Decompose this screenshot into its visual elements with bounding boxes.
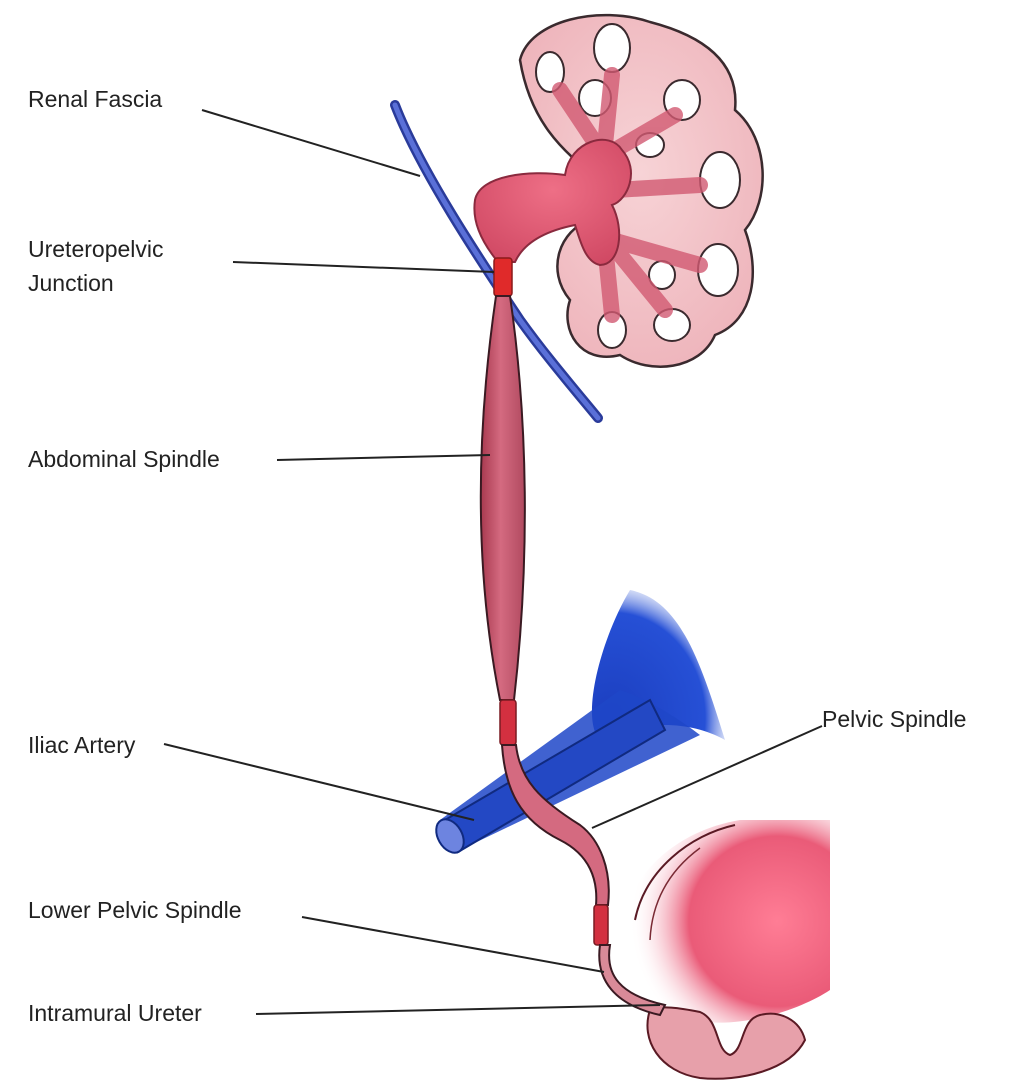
label-iliac-artery: Iliac Artery <box>28 728 135 762</box>
abdominal-spindle <box>481 296 525 700</box>
leader-renal-fascia <box>202 110 420 176</box>
label-renal-fascia: Renal Fascia <box>28 82 162 116</box>
leader-abdominal-spindle <box>277 455 490 460</box>
label-lower-pelvic-spindle: Lower Pelvic Spindle <box>28 893 242 927</box>
vesicoureteric-narrowing <box>594 905 608 945</box>
label-abdominal-spindle: Abdominal Spindle <box>28 442 220 476</box>
ureteropelvic-junction <box>494 258 512 296</box>
label-intramural-ureter: Intramural Ureter <box>28 996 202 1030</box>
iliac-artery <box>431 590 725 858</box>
leader-iliac-artery <box>164 744 474 820</box>
iliac-narrowing <box>500 700 516 745</box>
label-upj-line1: Ureteropelvic <box>28 232 164 266</box>
renal-pelvis <box>474 140 631 265</box>
bladder <box>599 820 830 1079</box>
label-upj-line2: Junction <box>28 266 114 300</box>
leader-intramural-ureter <box>256 1005 660 1014</box>
leader-upj <box>233 262 494 272</box>
leader-lower-pelvic-spindle <box>302 917 604 972</box>
label-pelvic-spindle: Pelvic Spindle <box>822 702 966 736</box>
